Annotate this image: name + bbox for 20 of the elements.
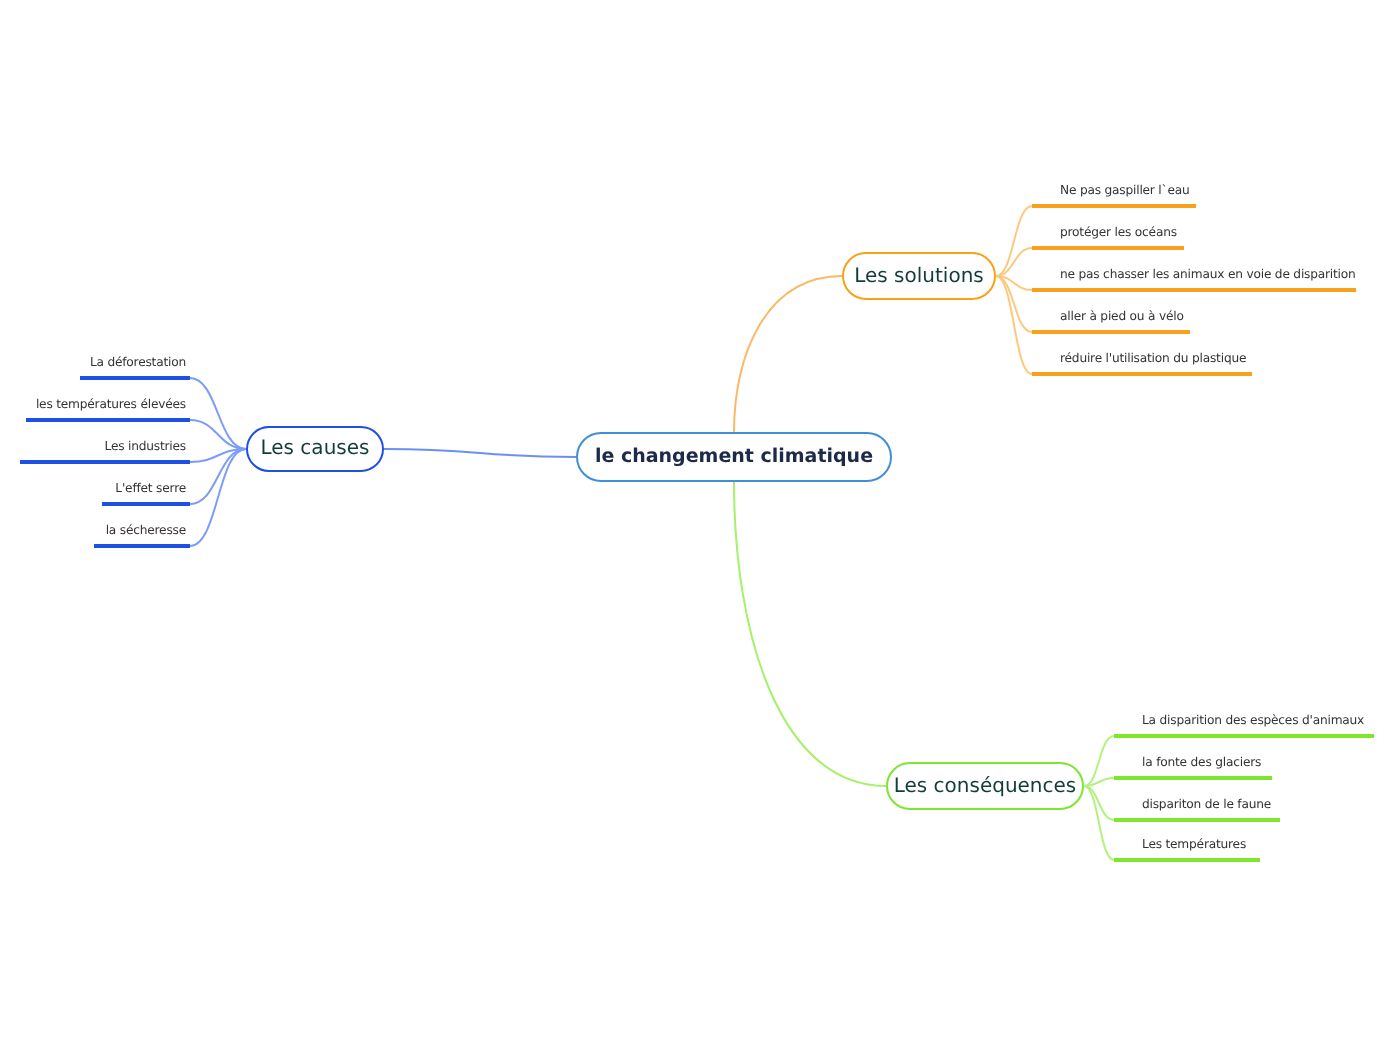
connector-line — [189, 377, 247, 450]
connector-line — [1083, 785, 1115, 821]
connector-line — [995, 275, 1033, 333]
connector-line — [995, 275, 1033, 291]
connector-line — [189, 448, 247, 505]
connector-line — [733, 275, 843, 433]
connector-line — [1083, 785, 1115, 861]
branch-topic: Les conséquences — [886, 762, 1084, 810]
central-topic: le changement climatique — [576, 432, 892, 482]
branch-topic: Les solutions — [842, 252, 996, 300]
connector-line — [995, 275, 1033, 375]
connector-line — [383, 448, 577, 458]
connector-line — [189, 448, 247, 463]
connector-line — [733, 481, 887, 787]
connector-line — [995, 247, 1033, 277]
connector-line — [189, 448, 247, 547]
connector-line — [1083, 777, 1115, 787]
connector-line — [1083, 735, 1115, 787]
connector-line — [995, 205, 1033, 277]
branch-topic: Les causes — [246, 426, 384, 472]
